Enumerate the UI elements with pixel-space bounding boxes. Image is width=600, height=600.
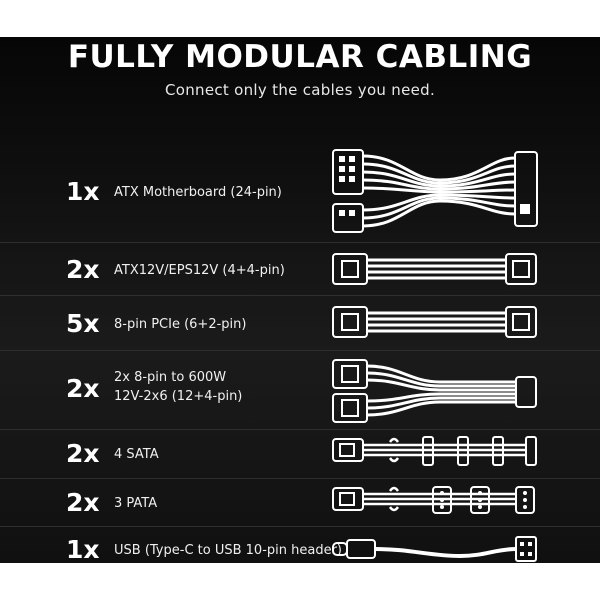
usb-cable-icon [330,534,540,563]
cable-label: ATX12V/EPS12V (4+4-pin) [114,263,285,278]
cable-label: ATX Motherboard (24-pin) [114,185,282,200]
eps-cable-icon [330,250,540,290]
cable-quantity: 2x [66,255,100,284]
cable-quantity: 2x [66,439,100,468]
cable-quantity: 2x [66,374,100,403]
cable-label: 3 PATA [114,496,158,511]
cable-label-line-2: 12V-2x6 (12+4-pin) [114,389,243,404]
cable-quantity: 1x [66,535,100,563]
modular-cabling-panel: FULLY MODULAR CABLING Connect only the c… [0,37,600,563]
cable-label: USB (Type-C to USB 10-pin header) [114,543,342,558]
cable-quantity: 2x [66,488,100,517]
cable-quantity: 5x [66,309,100,338]
atx-24pin-cable-icon [330,144,540,234]
sata-cable-icon [330,434,540,470]
cable-quantity: 1x [66,177,100,206]
pcie-cable-icon [330,303,540,343]
cable-label: 8-pin PCIe (6+2-pin) [114,317,247,332]
12v-2x6-cable-icon [330,357,540,427]
row-divider [0,295,600,296]
cable-label: 4 SATA [114,447,159,462]
cable-label-line-1: 2x 8-pin to 600W [114,370,227,385]
row-divider [0,350,600,351]
page-subtitle: Connect only the cables you need. [164,81,436,99]
row-divider [0,478,600,479]
page-title: FULLY MODULAR CABLING [67,39,533,75]
row-divider [0,429,600,430]
row-divider [0,526,600,527]
row-divider [0,242,600,243]
pata-cable-icon [330,483,540,519]
